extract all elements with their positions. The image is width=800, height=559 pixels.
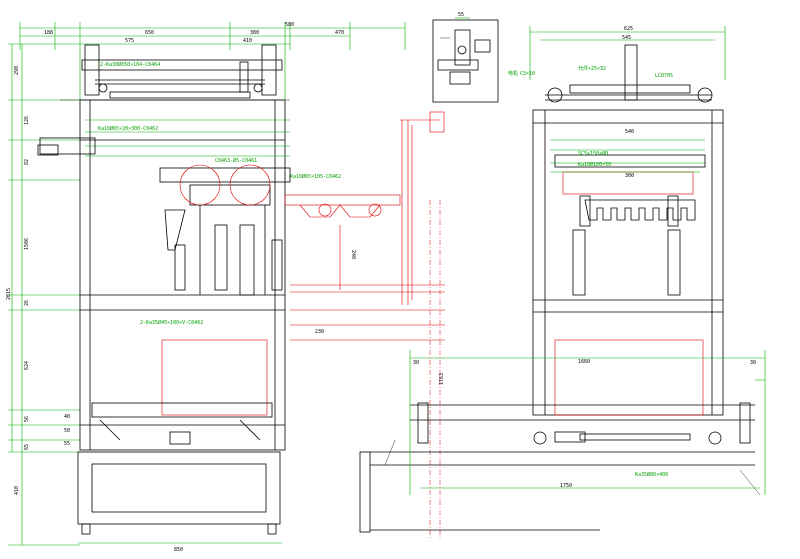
dim-188: 188: [44, 30, 53, 36]
small-dim-50: 50: [64, 428, 70, 434]
top-dimension-chain: 188 650 575 410 380 580 470: [19, 22, 406, 50]
cylinder-4: [271, 239, 283, 291]
inset-dim-55: 55: [458, 12, 464, 18]
hopper: [164, 209, 186, 251]
cylinder-2: [214, 224, 228, 291]
dim-65: 65: [24, 444, 30, 450]
dim-126: 126: [24, 116, 30, 125]
label-c3x10: C3×10: [520, 71, 535, 77]
label-lower: 2-Ka35Ø45×100×V-C0462: [140, 319, 203, 326]
dim-580: 580: [285, 22, 294, 28]
dim-290: 290: [14, 66, 20, 75]
label-cyl-a: SC5×150×Ø0: [578, 150, 608, 157]
dim-1763: 1763: [439, 373, 445, 385]
dim-540: 540: [625, 129, 634, 135]
side-bracket: [39, 137, 96, 155]
left-machine-view: 2-Ka30Ø650×104-C0464 Ka10Ø65×20×300-C046…: [37, 44, 341, 553]
dim-624: 624: [24, 361, 30, 370]
label-guide: Ka10Ø65×105-C0462: [290, 173, 341, 180]
dim-30-left: 30: [413, 360, 419, 366]
dim-545: 545: [622, 35, 631, 41]
small-dim-40: 40: [64, 414, 70, 420]
dim-26: 26: [24, 300, 30, 306]
dim-470: 470: [335, 30, 344, 36]
press-head: [159, 167, 291, 183]
right-bin: [554, 339, 704, 416]
dim-380: 380: [250, 30, 259, 36]
left-top-motor: [84, 44, 100, 96]
right-cylinder-right: [667, 229, 681, 296]
dim-410: 410: [243, 38, 252, 44]
dim-82: 82: [24, 159, 30, 165]
label-part: 代件×25×32: [578, 65, 606, 72]
small-dim-55: 55: [64, 441, 70, 447]
right-top-motor: [624, 44, 638, 101]
inset-frame: [432, 19, 499, 103]
right-machine-view: 625 545: [359, 26, 766, 533]
dim-575: 575: [125, 38, 134, 44]
dim-1506: 1506: [24, 238, 30, 250]
dim-410: 410: [14, 486, 20, 495]
dim-56: 56: [24, 416, 30, 422]
label-lc0705: LC0705: [655, 73, 673, 79]
label-motor: 电机: [508, 70, 518, 77]
left-dimension-chain: 290 126 82 1506 26 624 56 2015 410 65: [6, 43, 80, 546]
misc-lines: 55 50 40: [60, 22, 290, 447]
inset-detail: 55: [432, 12, 499, 103]
dim-base-850: 850: [174, 547, 183, 553]
dim-300: 300: [625, 173, 634, 179]
right-cylinder-left: [572, 229, 586, 296]
cylinder-3: [239, 224, 255, 296]
dim-230: 230: [315, 329, 324, 335]
left-bin: [161, 339, 268, 416]
label-cyl-upper: Ka10Ø65×20×300-C0462: [98, 125, 158, 132]
label-base: Ka35Ø80×400: [635, 471, 668, 478]
label-cyl-b: Ka10Ø100×50: [578, 161, 611, 168]
reference-conveyor: 230 240 1763: [284, 111, 445, 540]
comb-plate: [584, 199, 696, 221]
dim-650: 650: [145, 30, 154, 36]
dim-30-right: 30: [750, 360, 756, 366]
label-cyl-mid: C0463-Ø5-C0461: [215, 157, 257, 164]
label-rail: 2-Ka30Ø650×104-C0464: [100, 61, 160, 68]
cylinder-1: [174, 244, 186, 291]
left-base: [77, 451, 281, 525]
dim-1750: 1750: [560, 483, 572, 489]
right-top-motor: [261, 44, 277, 96]
dim-625: 625: [624, 26, 633, 32]
right-frame: [532, 109, 724, 416]
dim-2015: 2015: [6, 288, 12, 300]
dim-1660: 1660: [578, 359, 590, 365]
dim-240: 240: [350, 250, 356, 259]
